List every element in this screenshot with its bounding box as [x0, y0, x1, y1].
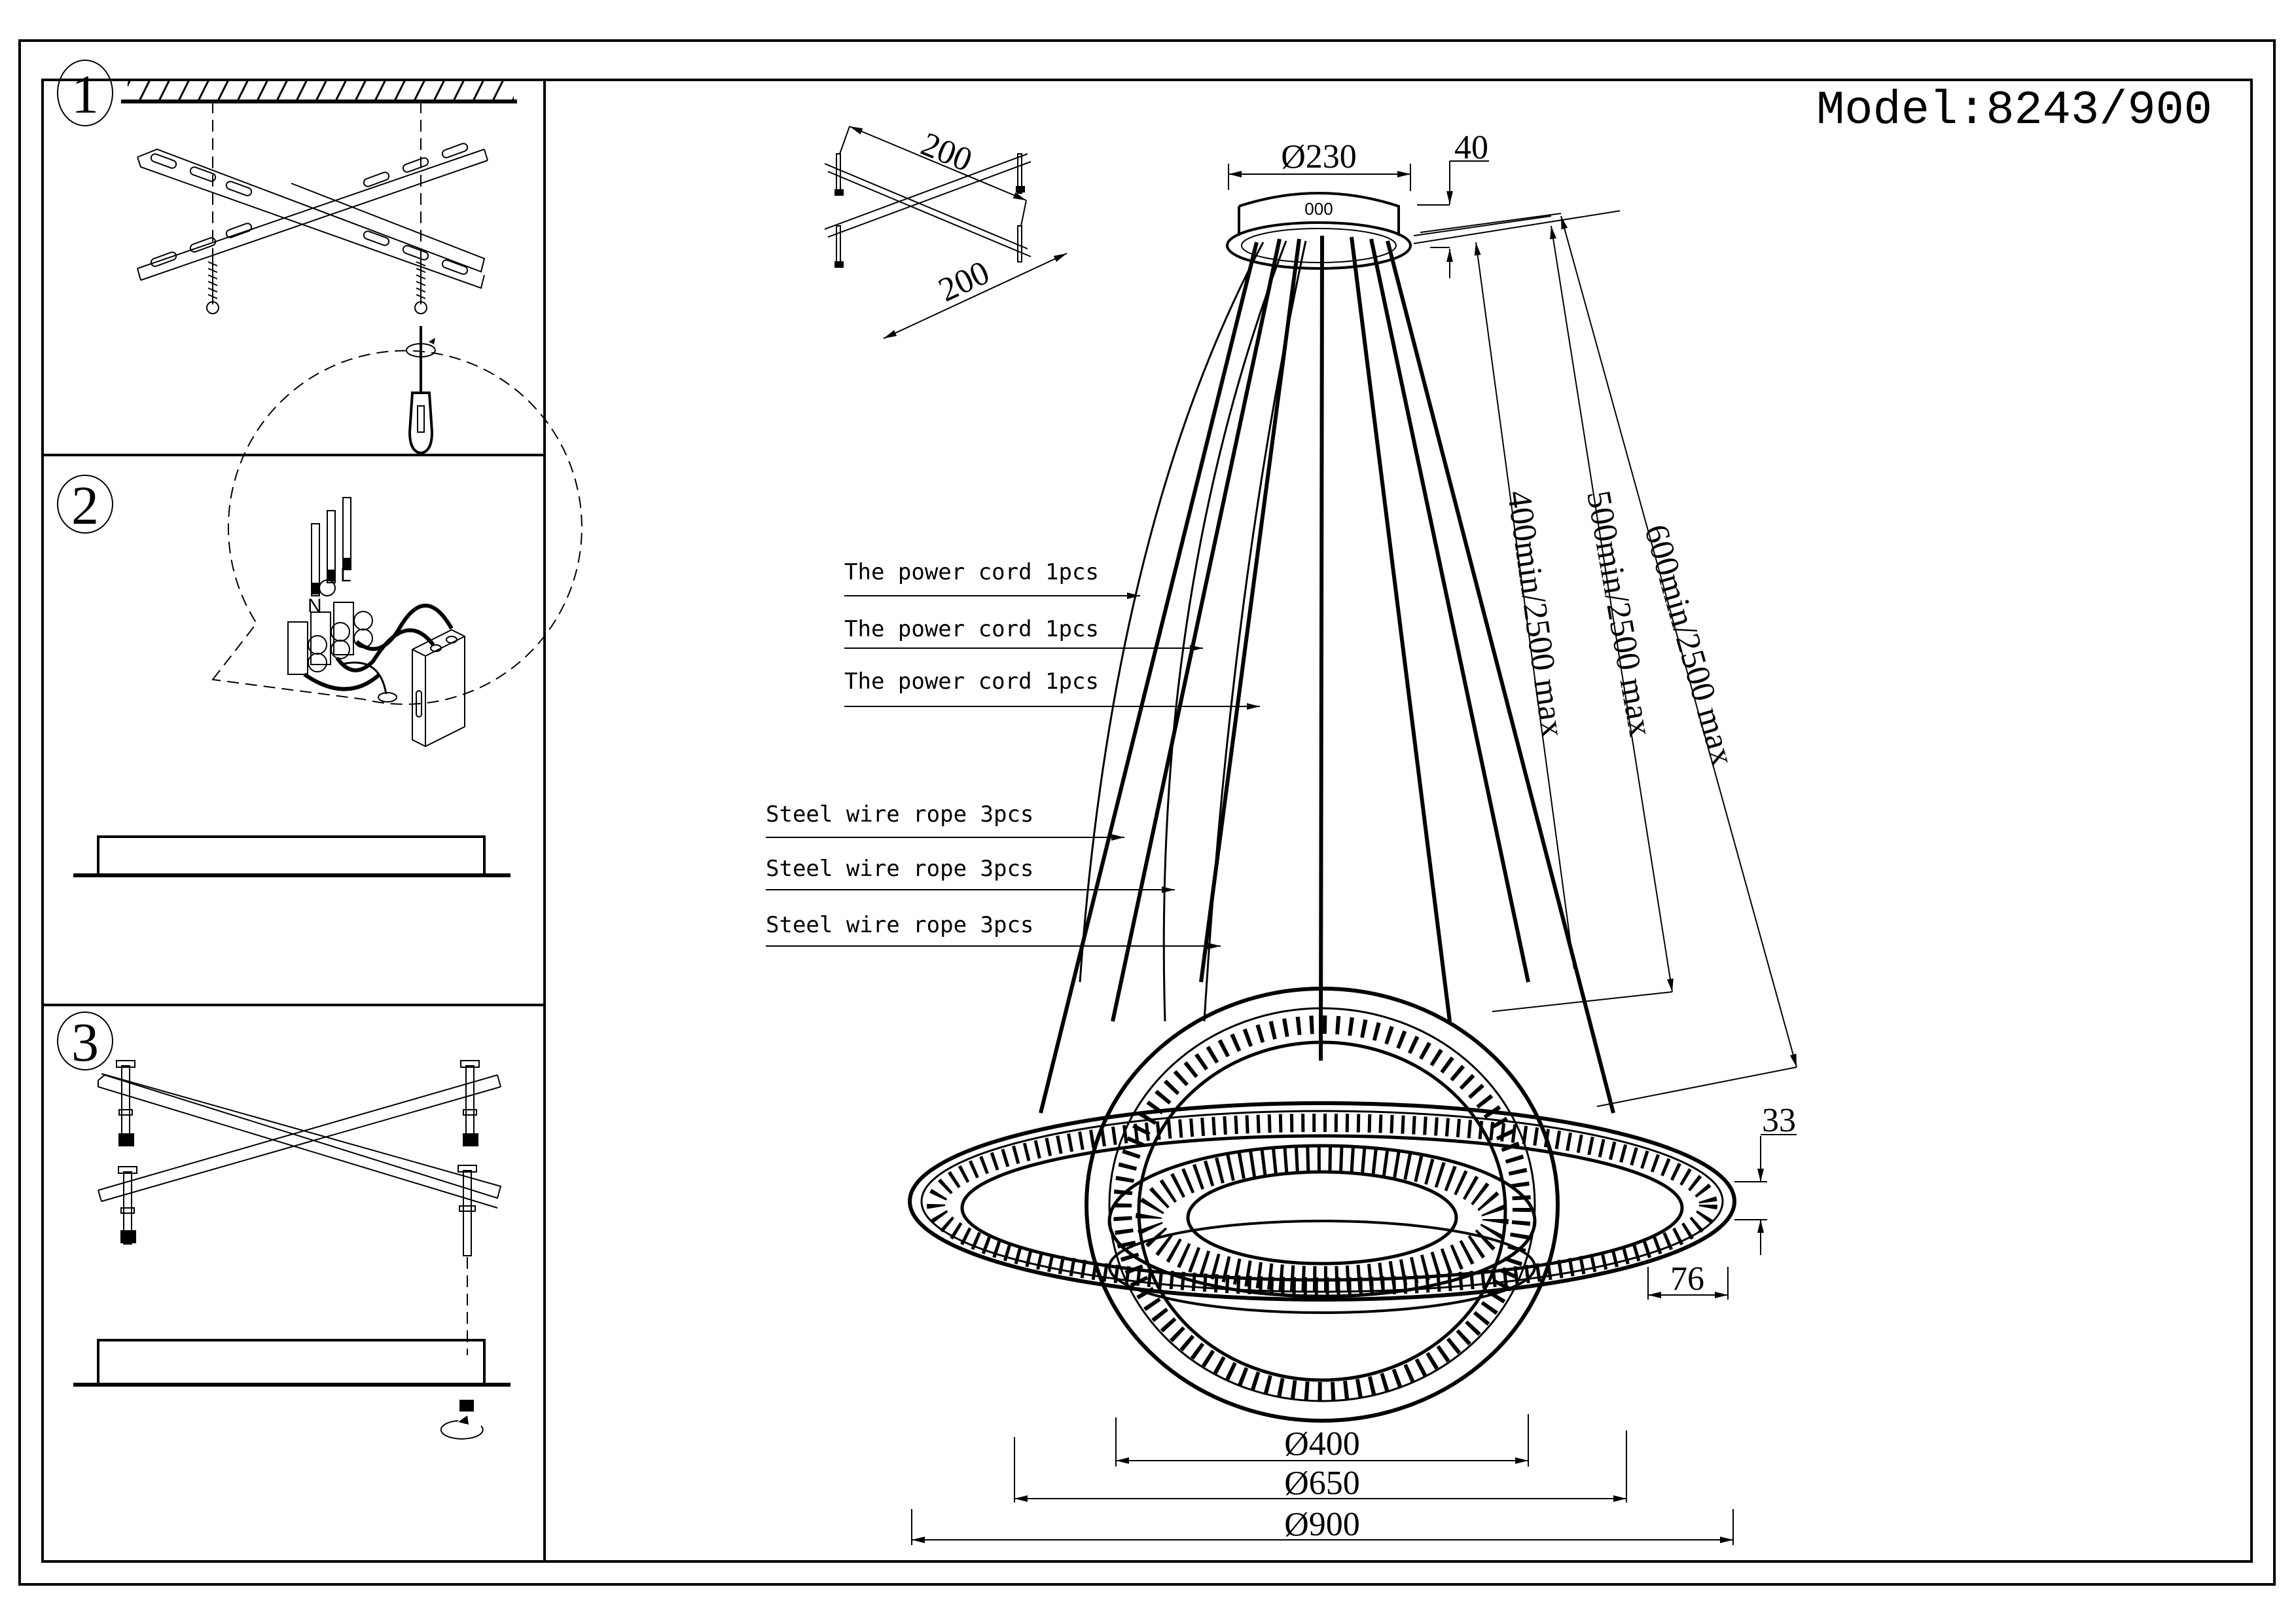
- outer-border: [18, 39, 2276, 1586]
- bracket-detail: 200 200: [824, 126, 1067, 339]
- steel-rope-callouts: Steel wire rope 3pcs Steel wire rope 3pc…: [766, 801, 1221, 949]
- led-driver-icon: [412, 629, 465, 748]
- canopy-height: 40: [1454, 129, 1488, 166]
- live-label: L: [340, 564, 351, 586]
- step-2-panel: 2 N L: [57, 350, 583, 877]
- screwdriver-icon: [406, 326, 436, 455]
- canopy-side-view: [73, 1339, 511, 1387]
- steel-rope-label: Steel wire rope 3pcs: [766, 856, 1033, 882]
- canopy-side-view: [73, 835, 511, 877]
- wiring-detail-callout: [211, 350, 583, 705]
- ring-900: [908, 1101, 1736, 1302]
- terminal-block-icon: [287, 602, 373, 675]
- power-cord-label: The power cord 1pcs: [844, 668, 1099, 695]
- connection-wires: [303, 604, 454, 695]
- ground-ring-icon: [378, 692, 397, 702]
- suspension-length-dims: 400min/2500 max 500min/2500 max 600min/2…: [1413, 210, 1797, 1107]
- chandelier-rings: [908, 987, 1736, 1423]
- earth-ground-icon: [319, 579, 336, 596]
- screw-icon: [206, 259, 219, 314]
- mounting-bracket-icon: [137, 143, 488, 289]
- power-cord-label: The power cord 1pcs: [844, 616, 1099, 642]
- suspension-cables: [1039, 235, 1615, 1114]
- screw-icon: [414, 259, 427, 314]
- mains-wires-icon: N L: [308, 497, 351, 617]
- diameter-400: Ø400: [1284, 1425, 1360, 1463]
- bracket-dim-a: 200: [916, 126, 977, 179]
- bracket-dim-b: 200: [933, 254, 996, 310]
- power-cord-label: The power cord 1pcs: [844, 559, 1099, 585]
- diameter-dims: Ø400 Ø650 Ø900: [911, 1414, 1734, 1545]
- step-2-number: 2: [71, 475, 99, 536]
- diameter-650: Ø650: [1284, 1465, 1360, 1502]
- model-number: Model:8243/900: [1816, 84, 2212, 137]
- neutral-label: N: [308, 595, 322, 617]
- svg-text:000: 000: [1304, 199, 1333, 219]
- canopy-diameter: Ø230: [1281, 138, 1357, 175]
- step-3-number: 3: [71, 1012, 99, 1073]
- inner-frame: [41, 79, 2253, 1563]
- step-1-panel: 1: [57, 60, 517, 455]
- steel-rope-label: Steel wire rope 3pcs: [766, 912, 1033, 938]
- ceiling-canopy: 000: [1226, 192, 1412, 270]
- ring-650: [1085, 987, 1560, 1423]
- ring-400: [1107, 1144, 1537, 1314]
- diameter-900: Ø900: [1284, 1506, 1360, 1543]
- mounting-bracket-with-bolts-icon: [98, 1060, 502, 1256]
- step-1-badge: [57, 60, 113, 126]
- length-dim-tier-2: 500min/2500 max: [1579, 488, 1659, 739]
- steel-rope-label: Steel wire rope 3pcs: [766, 801, 1033, 828]
- step-2-badge: [57, 475, 113, 534]
- step-3-panel: 3: [57, 1012, 511, 1440]
- ring-section-dims: 33 76: [1647, 1102, 1797, 1300]
- step-3-badge: [57, 1012, 113, 1070]
- length-dim-tier-1: 400min/2500 max: [1500, 488, 1571, 740]
- ring-height-dim: 33: [1762, 1102, 1796, 1139]
- ring-width-dim: 76: [1670, 1260, 1704, 1298]
- rotate-icon: [440, 1415, 484, 1440]
- step-1-number: 1: [71, 64, 99, 125]
- power-cord-callouts: The power cord 1pcs The power cord 1pcs …: [844, 559, 1260, 710]
- knurled-nut-icon: [459, 1400, 474, 1412]
- ceiling-hatch: [128, 80, 514, 101]
